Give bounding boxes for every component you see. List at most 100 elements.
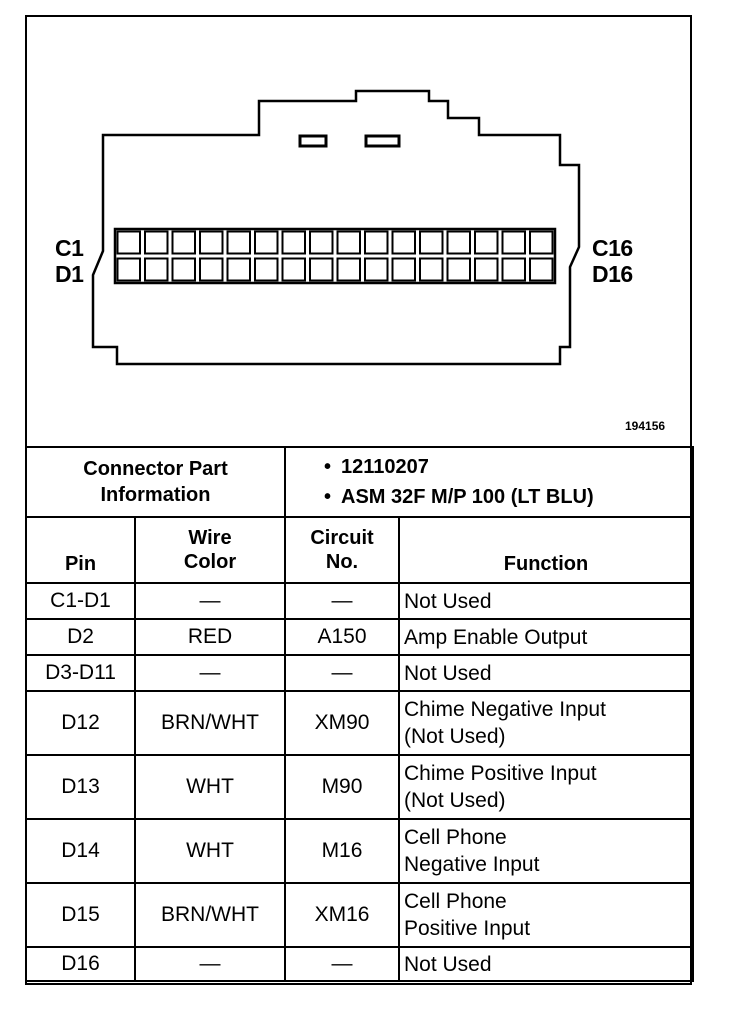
assembly-description: ASM 32F M/P 100 (LT BLU) — [341, 486, 594, 508]
circuit-cell: M90 — [284, 754, 400, 820]
pin-cavity — [254, 257, 279, 282]
header-wire-color: Wire Color — [134, 516, 286, 584]
function-line: Cell Phone — [404, 890, 507, 913]
pin-grid-outline — [113, 227, 557, 285]
header-function: Function — [398, 516, 694, 584]
pin-cavity — [529, 230, 554, 255]
pin-cavity — [254, 230, 279, 255]
pin-cavity — [419, 257, 444, 282]
wire-color-cell: WHT — [134, 754, 286, 820]
document-frame: C1 D1 C16 D16 194156 Connector Part Info… — [25, 15, 694, 985]
right-latch — [364, 134, 401, 148]
function-cell: Amp Enable Output — [398, 618, 694, 656]
pin-cavity — [501, 257, 526, 282]
connector-figure: C1 D1 C16 D16 194156 — [27, 17, 690, 447]
pin-cavity — [144, 230, 169, 255]
function-line: Cell Phone — [404, 826, 507, 849]
header-circuit: Circuit No. — [284, 516, 400, 584]
figure-id: 194156 — [625, 419, 666, 433]
pin-cavity — [364, 257, 389, 282]
pin-cavity — [364, 230, 389, 255]
circuit-cell: — — [284, 946, 400, 982]
wire-color-cell: BRN/WHT — [134, 882, 286, 948]
label-d1: D1 — [55, 261, 84, 287]
table-row: D3-D11——Not Used — [25, 654, 694, 692]
pin-cell: D12 — [25, 690, 136, 756]
label-d16: D16 — [592, 261, 633, 287]
function-line: Chime Positive Input — [404, 762, 597, 785]
pin-cavity — [474, 230, 499, 255]
circuit-cell: A150 — [284, 618, 400, 656]
table-row: C1-D1——Not Used — [25, 582, 694, 620]
wire-color-cell: WHT — [134, 818, 286, 884]
pin-cavity — [226, 257, 251, 282]
pinout-table: Connector Part Information •12110207 •AS… — [25, 446, 694, 982]
function-line: Not Used — [404, 952, 492, 976]
pin-cavity — [474, 257, 499, 282]
pin-cavity — [529, 257, 554, 282]
function-cell: Not Used — [398, 582, 694, 620]
header-pin: Pin — [25, 516, 136, 584]
pin-cavity — [309, 257, 334, 282]
bullet-icon: • — [324, 486, 332, 508]
pin-cell: D13 — [25, 754, 136, 820]
circuit-cell: — — [284, 582, 400, 620]
pin-cell: C1-D1 — [25, 582, 136, 620]
circuit-cell: M16 — [284, 818, 400, 884]
pin-cavity — [226, 230, 251, 255]
table-row: D16——Not Used — [25, 946, 694, 982]
connector-info-label: Connector Part Information — [25, 446, 286, 518]
pin-cavity — [336, 257, 361, 282]
pin-cavity — [281, 257, 306, 282]
bullet-icon: • — [324, 456, 332, 478]
pin-cavity — [501, 230, 526, 255]
function-line: (Not Used) — [404, 789, 506, 812]
wire-color-cell: BRN/WHT — [134, 690, 286, 756]
pin-cavity — [281, 230, 306, 255]
pin-cavity — [391, 230, 416, 255]
function-line: Amp Enable Output — [404, 625, 588, 649]
circuit-cell: XM16 — [284, 882, 400, 948]
pin-cell: D16 — [25, 946, 136, 982]
connector-info-values: •12110207 •ASM 32F M/P 100 (LT BLU) — [284, 446, 694, 518]
function-line: Positive Input — [404, 917, 531, 940]
function-line: Negative Input — [404, 853, 540, 876]
header-circuit-line2: No. — [325, 551, 359, 573]
wire-color-cell: RED — [134, 618, 286, 656]
left-latch — [298, 134, 328, 148]
pin-cell: D2 — [25, 618, 136, 656]
pin-cell: D14 — [25, 818, 136, 884]
connector-body-outline — [91, 89, 581, 366]
pin-cavity — [199, 230, 224, 255]
function-line: Not Used — [404, 589, 492, 613]
header-wire-color-line2: Color — [183, 551, 237, 573]
connector-info-row: Connector Part Information •12110207 •AS… — [25, 446, 694, 518]
connector-info-label-line2: Information — [100, 484, 211, 506]
pin-grid — [113, 227, 557, 285]
pin-cavity — [144, 257, 169, 282]
pin-cavity — [391, 257, 416, 282]
connector-diagram — [91, 89, 581, 366]
pin-cavity — [116, 257, 141, 282]
connector-info-label-line1: Connector Part — [83, 458, 228, 480]
table-header-row: Pin Wire Color Circuit No. Function — [25, 516, 694, 584]
function-cell: Chime Positive Input (Not Used) — [398, 754, 694, 820]
function-cell: Not Used — [398, 654, 694, 692]
wire-color-cell: — — [134, 946, 286, 982]
assembly-item: • ASM 32F M/P 100 (LT BLU) — [324, 482, 688, 512]
circuit-cell: XM90 — [284, 690, 400, 756]
function-line: Chime Negative Input — [404, 698, 606, 721]
circuit-cell: — — [284, 654, 400, 692]
pin-cavity — [116, 230, 141, 255]
pin-cell: D15 — [25, 882, 136, 948]
pin-cavity — [171, 257, 196, 282]
function-cell: Not Used — [398, 946, 694, 982]
pin-cavity — [419, 230, 444, 255]
